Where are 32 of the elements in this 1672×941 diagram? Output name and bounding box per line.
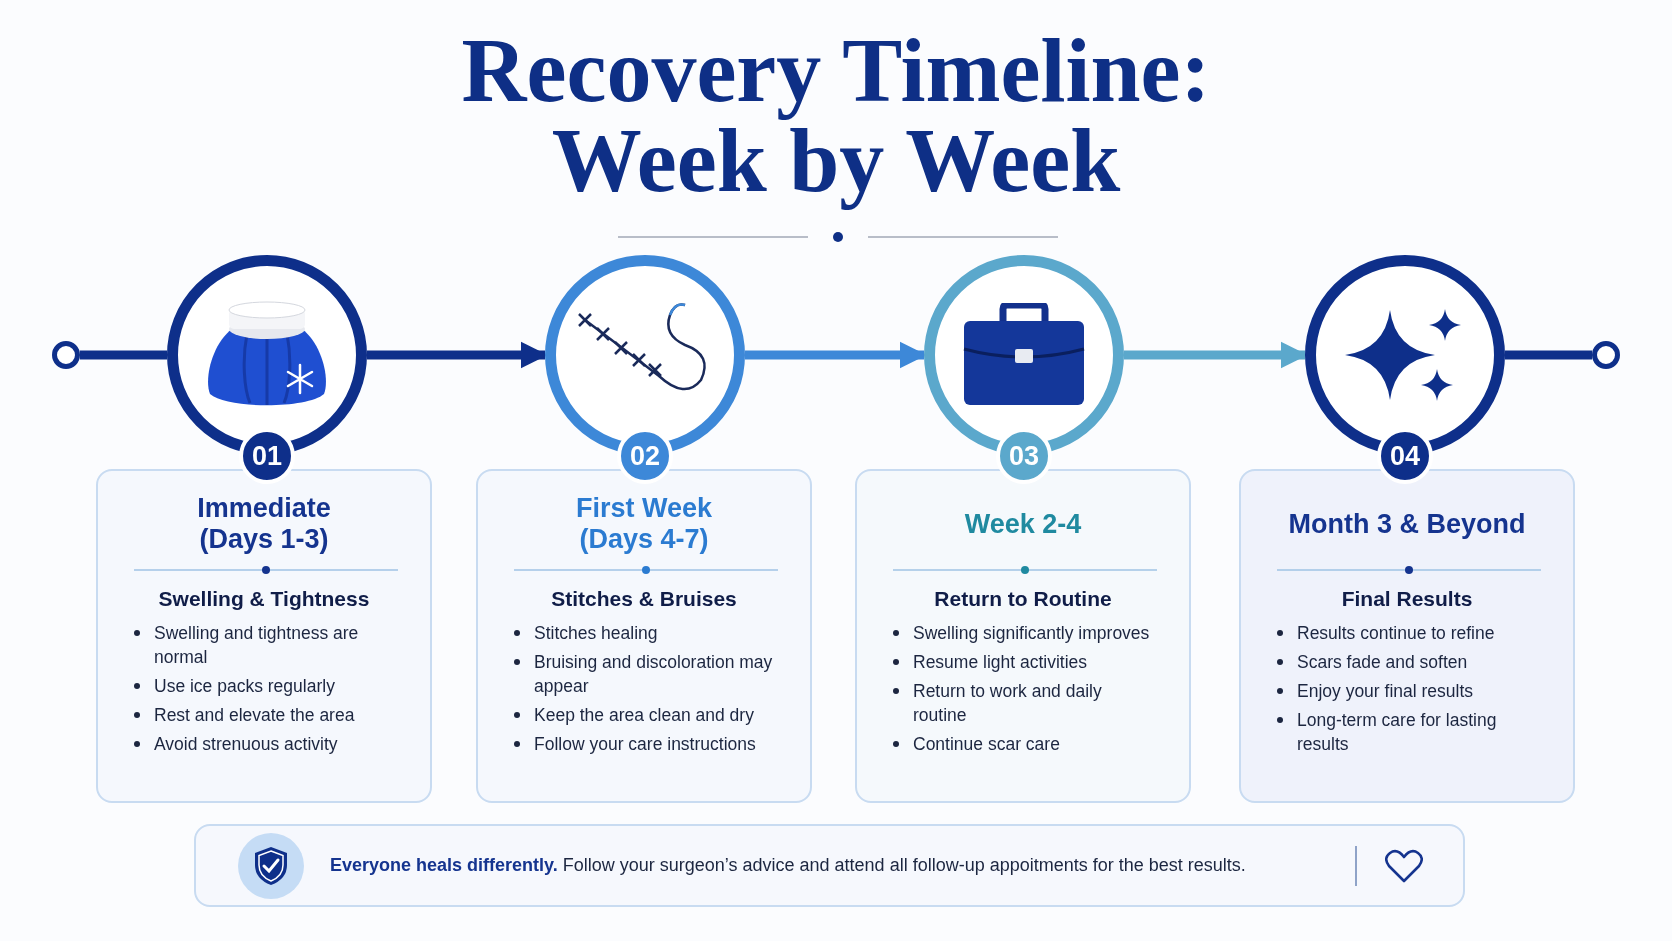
bullet-text: Results continue to refine [1297,621,1495,645]
stage-heading: Week 2-4 [963,508,1083,540]
bullet-text: Stitches healing [534,621,658,645]
note-banner [194,824,1465,907]
bullet-text: Bruising and discoloration may appear [534,650,774,698]
bullet-text: Swelling and tightness are normal [154,621,360,669]
connector-line [1505,350,1592,360]
bullet-text: Return to work and daily routine [913,679,1103,727]
stage-subheading: Swelling & Tightness [157,586,371,612]
stage-card [1239,469,1575,803]
stage-card [855,469,1191,803]
note-text: Everyone heals differently. Follow your surgeon’s advice and attend all follow-up appoitments for the best results. [330,854,1246,877]
bullet-text: Enjoy your final results [1297,679,1474,703]
bullet-text: Long-term care for lasting results [1297,708,1498,756]
stage-card [96,469,432,803]
stage-subheading: Return to Routine [933,586,1113,612]
bullet-text: Avoid strenuous activity [154,732,338,756]
bullet-text: Keep the area clean and dry [534,703,754,727]
stage-heading: First Week (Days 4-7) [574,493,714,555]
connector-line [80,350,167,360]
bullet-text: Continue scar care [913,732,1060,756]
stage-subheading: Stitches & Bruises [550,586,738,612]
bullet-text: Rest and elevate the area [154,703,355,727]
bullet-text: Resume light activities [913,650,1088,674]
stage-card [476,469,812,803]
bullet-text: Scars fade and soften [1297,650,1468,674]
stage-subheading: Final Results [1340,586,1474,612]
bullet-text: Follow your care instructions [534,732,756,756]
stage-heading: Month 3 & Beyond [1287,508,1527,540]
bullet-text: Use ice packs regularly [154,674,335,698]
stage-heading: Immediate (Days 1-3) [196,493,332,555]
bullet-text: Swelling significantly improves [913,621,1150,645]
